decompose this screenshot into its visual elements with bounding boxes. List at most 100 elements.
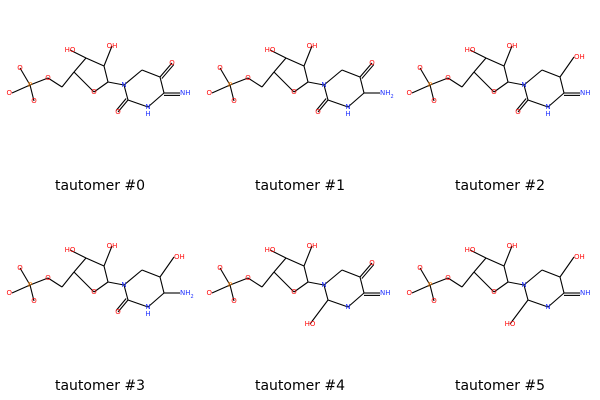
sugar-ring-oxygen: O [291,88,297,96]
sugar-hydroxyl: OH [307,42,318,50]
base-nh-hydrogen: H [145,310,150,318]
bond-sugar [303,265,309,283]
bond-o5-c5 [47,77,63,88]
bond-c2-oxo-b [115,98,127,111]
bond-glycosidic [107,81,125,86]
bond-base [327,99,349,108]
phosphate-oxygen-anion: O [206,89,212,97]
bond-p-ominus [29,284,35,302]
bond-c5-c4 [261,71,275,88]
bond-sugar [73,257,87,273]
bond-c2-oxo-a [517,99,529,113]
bond-sugar [73,57,87,73]
bond-p-ominus [29,84,35,102]
bond-base [341,69,361,78]
ester-oxygen: O [445,74,451,82]
sugar-hydroxyl: OH [507,42,518,50]
bond-c5-oxo-a [159,62,173,78]
bond-p-o [19,267,31,286]
bond-sugar-oh [69,249,87,259]
bond-base [323,284,329,301]
imine-group: NH [580,289,591,297]
bond-base [159,76,165,94]
sugar-ring-oxygen: O [491,88,497,96]
bond-base [123,284,129,301]
bond-o5-c5 [247,277,263,288]
bond-c2-oxo-a [317,99,329,113]
bond-sugar-oh [103,45,113,67]
bond-c5-hydroxy [159,256,175,278]
imine-group: NH [180,89,191,97]
bond-sugar [485,57,505,67]
bond-c5-oxo-b [361,264,375,279]
bond-p-ominus [211,84,231,94]
phosphate-oxygen-anion: O [406,89,412,97]
bond-o5-c5 [47,277,63,288]
bond-p-o [19,67,31,86]
bond-c5-oxo-b [161,64,175,79]
base-nitrogen: N [121,281,126,289]
bond-sugar-oh [469,49,487,59]
sugar-ring-oxygen: O [491,288,497,296]
bond-p-o [219,67,231,86]
base-nitrogen: N [545,303,550,311]
bond-base [523,284,529,301]
base-hydroxyl: HO [305,320,316,328]
base-nh-hydrogen: H [345,110,350,118]
sugar-hydroxyl: OH [507,242,518,250]
bond-base [527,99,549,108]
carbonyl-oxygen: O [169,59,175,67]
bond-c2-oxo-b [515,98,527,111]
tautomer-caption: tautomer #0 [54,178,146,194]
bond-p-o5 [29,277,49,286]
bond-sugar [293,81,309,93]
base-nitrogen: N [321,81,326,89]
phosphate-oxygen: O [17,264,23,272]
bond-sugar [73,71,95,93]
base-hydroxyl: OH [174,253,185,261]
bond-sugar [273,271,295,293]
bond-base [323,69,343,86]
phosphorus-atom: P [28,281,32,289]
ester-oxygen: O [245,74,251,82]
bond-c5-c4 [61,271,75,288]
phosphorus-atom: P [428,281,432,289]
amine-group: NH2 [180,289,194,300]
bond-base [547,92,565,108]
bond-sugar [103,65,109,83]
phosphate-oxygen-anion: O [6,89,12,97]
bond-p-ominus [211,284,231,294]
phosphate-oxygen-anion: O [31,297,37,305]
base-nh-nitrogen: N [345,103,350,111]
bond-p-ominus [229,84,235,102]
bond-base [147,92,165,108]
bond-base [123,69,143,86]
phosphate-oxygen: O [217,264,223,272]
bond-p-ominus [11,284,31,294]
bond-base [141,269,161,278]
bond-p-o5 [429,77,449,86]
bond-p-o5 [29,77,49,86]
sugar-hydroxyl: HO [65,246,76,254]
bond-sugar [503,265,509,283]
base-nh-hydrogen: H [145,110,150,118]
bond-sugar [493,281,509,293]
base-nitrogen: N [521,281,526,289]
sugar-hydroxyl: OH [107,242,118,250]
bond-sugar [485,257,505,267]
imine-group: NH [580,89,591,97]
phosphate-oxygen-anion: O [431,297,437,305]
bond-base [523,269,543,286]
phosphate-oxygen-anion: O [231,97,237,105]
tautomer-caption: tautomer #1 [254,178,346,194]
phosphate-oxygen-anion: O [6,289,12,297]
bond-glycosidic [507,81,525,86]
bond-glycosidic [107,281,125,286]
bond-c5-c4 [61,71,75,88]
bond-c5-oxo-b [361,64,375,79]
